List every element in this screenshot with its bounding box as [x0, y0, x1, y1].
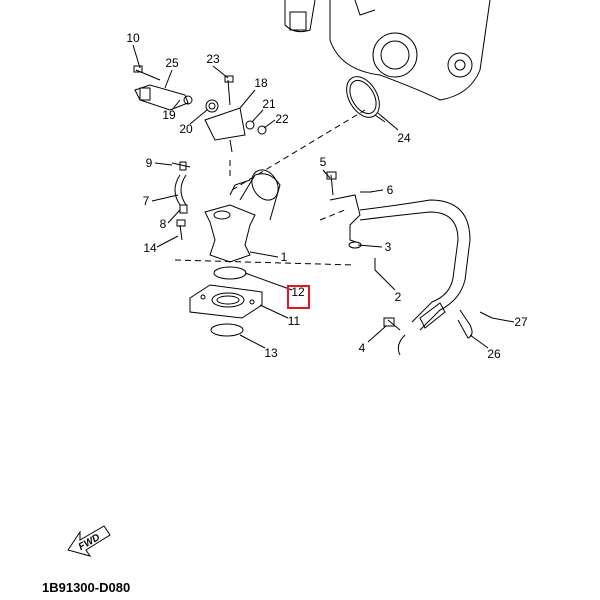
callout-24[interactable]: 24 [397, 131, 411, 145]
callout-11[interactable]: 11 [287, 314, 301, 328]
callout-6[interactable]: 6 [386, 183, 394, 197]
callout-10[interactable]: 10 [126, 31, 140, 45]
intake-joint [204, 169, 281, 263]
callout-12[interactable]: 12 [291, 285, 305, 299]
throttle-body [284, 0, 491, 101]
hoses-and-screws [171, 161, 372, 241]
callout-2[interactable]: 2 [394, 290, 402, 304]
leader-lines [174, 109, 366, 266]
callout-5[interactable]: 5 [319, 155, 327, 169]
callout-23[interactable]: 23 [206, 52, 220, 66]
highlight-box-part-12 [287, 285, 310, 309]
clamp-24 [346, 76, 386, 123]
diagram-code: 1B91300-D080 [42, 580, 131, 595]
callout-26[interactable]: 26 [487, 347, 501, 361]
o-ring-12 [213, 266, 247, 280]
callout-20[interactable]: 20 [179, 122, 193, 136]
sensor-assembly [133, 65, 267, 153]
callout-7[interactable]: 7 [142, 194, 150, 208]
callout-3[interactable]: 3 [384, 240, 392, 254]
fwd-arrow-icon [67, 525, 111, 557]
callout-4[interactable]: 4 [358, 341, 366, 355]
callout-13[interactable]: 13 [264, 346, 278, 360]
callout-1[interactable]: 1 [280, 250, 288, 264]
callout-22[interactable]: 22 [275, 112, 289, 126]
insulator-11 [189, 284, 263, 319]
callout-21[interactable]: 21 [262, 97, 276, 111]
fuel-hose-assembly [329, 194, 493, 356]
callout-25[interactable]: 25 [165, 56, 179, 70]
callout-27[interactable]: 27 [514, 315, 528, 329]
callout-14[interactable]: 14 [143, 241, 157, 255]
callout-8[interactable]: 8 [159, 217, 167, 231]
callout-leaders [132, 44, 515, 349]
callout-19[interactable]: 19 [162, 108, 176, 122]
callout-18[interactable]: 18 [254, 76, 268, 90]
o-ring-13 [210, 323, 244, 337]
callout-9[interactable]: 9 [145, 156, 153, 170]
